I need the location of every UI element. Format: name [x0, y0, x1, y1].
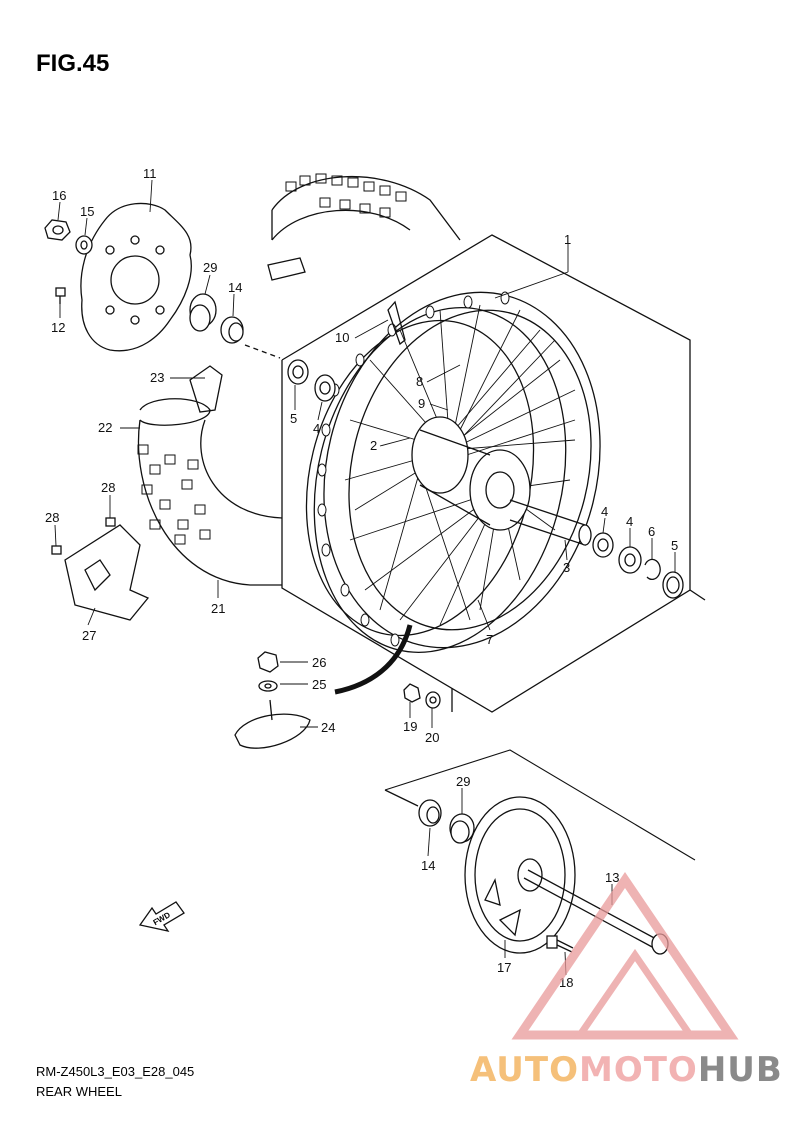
- rim-lock-nut-icon: [257, 651, 279, 673]
- spacer-icon: [189, 293, 217, 332]
- rim-band-icon: [334, 624, 413, 695]
- callout-2: 2: [370, 438, 377, 453]
- callout-22: 22: [98, 420, 112, 435]
- figure-title: FIG.45: [36, 50, 110, 77]
- spoke-nut-icon: [403, 683, 421, 703]
- tube-icon: [137, 398, 283, 586]
- callout-14-lower: 14: [421, 858, 435, 873]
- tire-tread-icon: [137, 444, 211, 545]
- right-bearing-set-icon: [592, 532, 684, 599]
- tire-icon: [267, 173, 461, 281]
- callout-29-upper: 29: [203, 260, 217, 275]
- callout-16: 16: [52, 188, 66, 203]
- axle-sleeve-icon: [509, 499, 592, 546]
- callout-12: 12: [51, 320, 65, 335]
- callout-26: 26: [312, 655, 326, 670]
- callout-3: 3: [563, 560, 570, 575]
- callout-4-left: 4: [313, 421, 320, 436]
- disc-guard-icon: [64, 524, 150, 621]
- callout-20: 20: [425, 730, 439, 745]
- sprocket-spacer-icon: [449, 813, 475, 844]
- callout-27: 27: [82, 628, 96, 643]
- callout-28-right: 28: [101, 480, 115, 495]
- model-code: RM-Z450L3_E03_E28_045: [36, 1064, 195, 1079]
- callout-24: 24: [321, 720, 335, 735]
- callout-9: 9: [418, 396, 425, 411]
- leader-lines: [54, 179, 676, 976]
- callout-13: 13: [605, 870, 619, 885]
- callout-21: 21: [211, 601, 225, 616]
- sprocket-bolt-icon: [546, 935, 574, 953]
- callout-1: 1: [564, 232, 571, 247]
- brake-disc-icon: [80, 202, 192, 352]
- spoke-washer-icon: [425, 691, 441, 709]
- watermark-logo: [511, 871, 739, 1040]
- sprocket-frame: [384, 749, 696, 861]
- nut-icon: [44, 219, 71, 241]
- callout-15: 15: [80, 204, 94, 219]
- callout-labels: 1 11 16 15 12 29 14 10 5 4 8 9 2 3 4 4 6…: [45, 166, 678, 990]
- washer-icon: [75, 235, 93, 255]
- callout-23: 23: [150, 370, 164, 385]
- sprocket-icon: [464, 796, 576, 954]
- callout-17: 17: [497, 960, 511, 975]
- callout-11: 11: [143, 166, 157, 181]
- callout-4-right-b: 4: [626, 514, 633, 529]
- rim-lock-icon: [189, 365, 223, 413]
- callout-10: 10: [335, 330, 349, 345]
- callout-28-left: 28: [45, 510, 59, 525]
- guard-bolt-icon: [51, 517, 116, 555]
- axle-icon: [523, 869, 669, 955]
- nipple-icon: [387, 300, 406, 346]
- section-name: REAR WHEEL: [36, 1084, 122, 1099]
- callout-4-right-a: 4: [601, 504, 608, 519]
- callout-8: 8: [416, 374, 423, 389]
- watermark-part-moto: MOTO: [578, 1050, 698, 1090]
- callout-14-upper: 14: [228, 280, 242, 295]
- rim-lock-washer-icon: [258, 680, 278, 692]
- callout-19: 19: [403, 719, 417, 734]
- callout-6: 6: [648, 524, 655, 539]
- callout-25: 25: [312, 677, 326, 692]
- bolt-icon: [55, 287, 66, 304]
- watermark-part-hub: HUB: [697, 1050, 783, 1090]
- watermark-part-auto: AUTO: [470, 1050, 579, 1090]
- callout-5-left: 5: [290, 411, 297, 426]
- hub-icon: [411, 416, 531, 531]
- watermark-text: AUTOMOTOHUB: [470, 1050, 783, 1090]
- seal-icon: [220, 316, 244, 344]
- left-bearing-set-icon: [287, 359, 336, 402]
- callout-5-right: 5: [671, 538, 678, 553]
- fwd-arrow-icon: [138, 901, 185, 932]
- callout-29-lower: 29: [456, 774, 470, 789]
- sprocket-seal-icon: [418, 799, 442, 827]
- callout-7: 7: [486, 632, 493, 647]
- rim-lock-icon-24: [234, 699, 311, 749]
